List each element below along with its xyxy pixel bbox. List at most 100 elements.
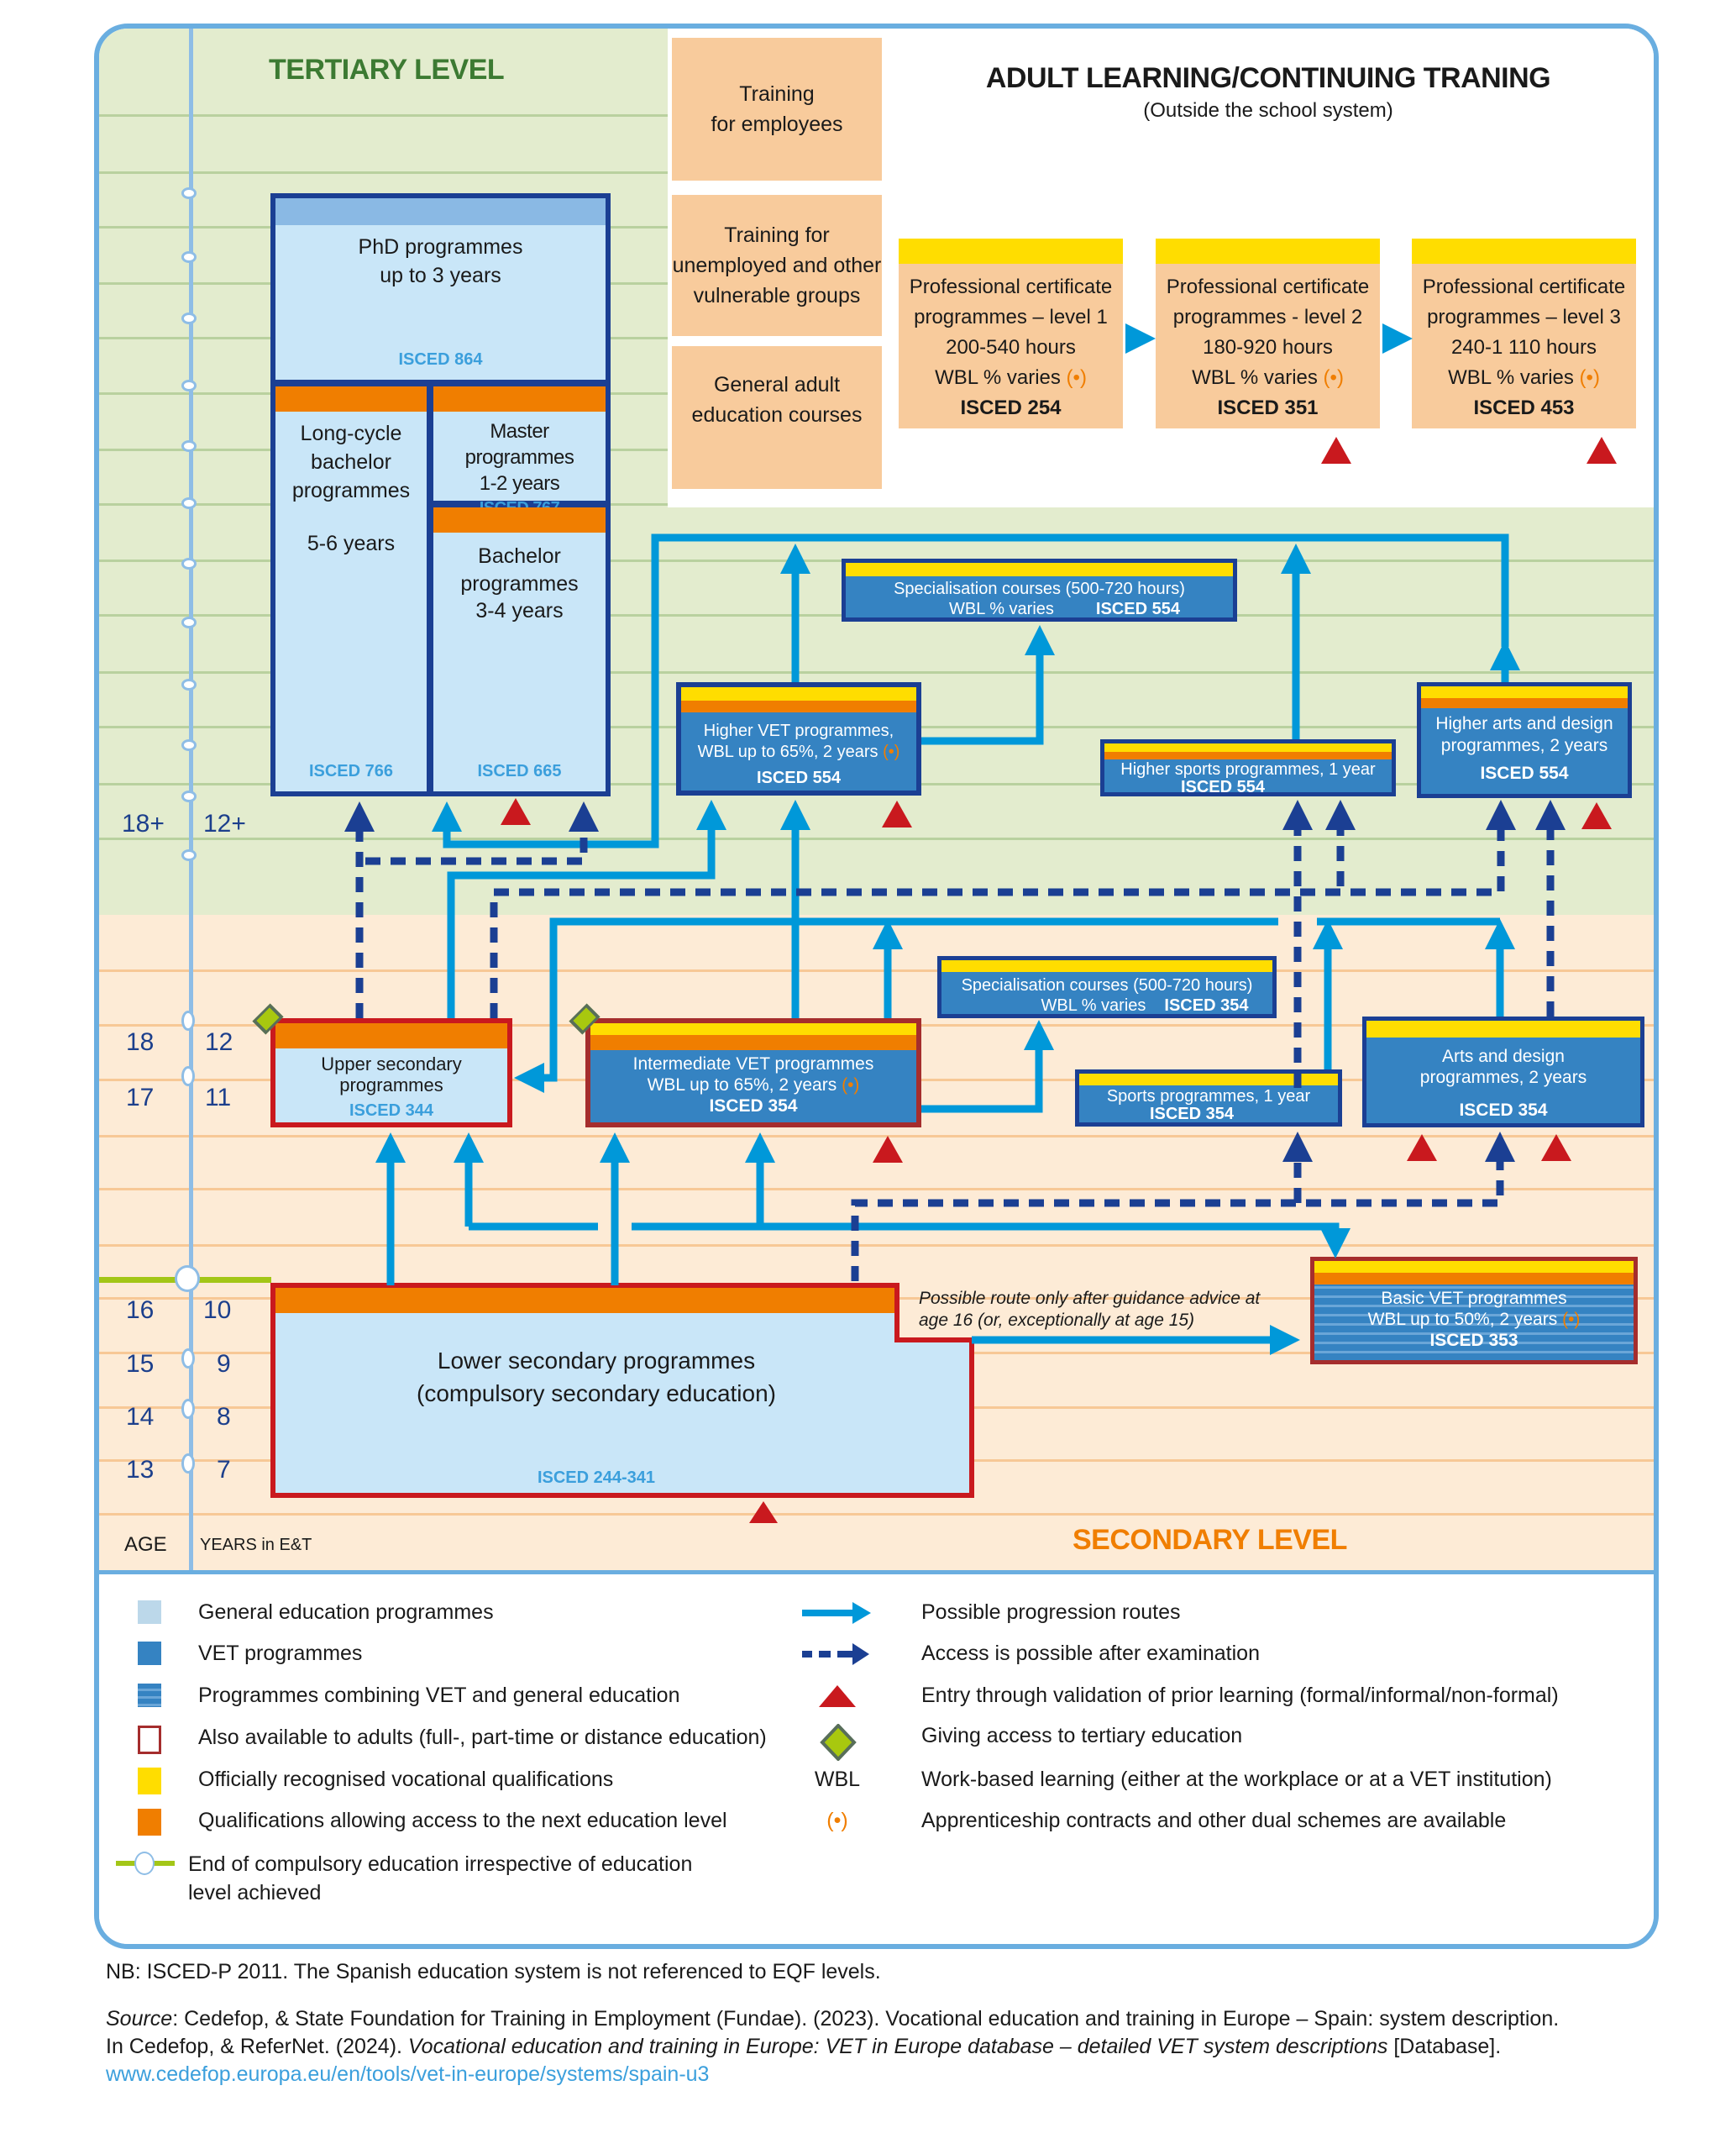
specialisation-554-box: Specialisation courses (500-720 hours) W… [842, 559, 1237, 622]
legend-label: Apprenticeship contracts and other dual … [921, 1809, 1507, 1832]
phd-isced: ISCED 864 [398, 350, 483, 369]
legend-label: VET programmes [198, 1642, 363, 1665]
cert3-line2: programmes – level 3 [1427, 306, 1621, 328]
higher-vet-isced: ISCED 554 [756, 769, 842, 787]
cert3-isced: ISCED 453 [1473, 397, 1575, 419]
lower-secondary-line2: (compulsory secondary education) [417, 1380, 776, 1407]
footer-line2-italic: Vocational education and training in Eur… [407, 2035, 1388, 2058]
legend-label: Qualifications allowing access to the ne… [198, 1809, 727, 1832]
upper-secondary-isced: ISCED 344 [349, 1101, 434, 1120]
long-cycle-isced: ISCED 766 [308, 762, 394, 780]
spec554-isced: ISCED 554 [1095, 600, 1180, 618]
apprenticeship-icon: (•) [883, 743, 900, 761]
cert2-wbl: WBL % varies [1192, 366, 1318, 389]
validation-triangle-icon [749, 1501, 778, 1523]
bachelor-isced: ISCED 665 [477, 762, 562, 780]
arts-line1: Arts and design [1442, 1047, 1565, 1066]
cert1-isced: ISCED 254 [960, 397, 1062, 419]
footer-source-text: : Cedefop, & State Foundation for Traini… [172, 2007, 1560, 2031]
master-box: Master programmes 1-2 years ISCED 767 [433, 386, 606, 517]
yellow-swatch [138, 1768, 161, 1794]
spec554-line1: Specialisation courses (500-720 hours) [894, 580, 1185, 598]
validation-triangle-icon [1581, 802, 1612, 829]
legend-label: Also available to adults (full-, part-ti… [198, 1726, 767, 1749]
red-triangle-icon [819, 1685, 856, 1707]
training-unemployed-line3: vulnerable groups [693, 284, 861, 308]
basic-vet-line1: Basic VET programmes [1381, 1289, 1567, 1308]
sports-box: Sports programmes, 1 year ISCED 354 [1075, 1069, 1342, 1127]
years-7: 7 [217, 1456, 231, 1484]
footer-url-link[interactable]: www.cedefop.europa.eu/en/tools/vet-in-eu… [106, 2062, 710, 2086]
legend-zone [99, 1570, 1654, 1944]
general-education-swatch [138, 1600, 161, 1624]
legend-item-vet: VET programmes [138, 1642, 362, 1666]
higher-sports-isced: ISCED 554 [1180, 778, 1266, 796]
intermediate-vet-isced: ISCED 354 [709, 1096, 798, 1116]
validation-triangle-icon [1587, 437, 1617, 464]
green-diamond-icon [820, 1724, 857, 1761]
cert1-hours: 200-540 hours [946, 336, 1076, 359]
footer-nb: NB: ISCED-P 2011. The Spanish education … [106, 1960, 881, 1983]
intermediate-vet-box: Intermediate VET programmes WBL up to 65… [585, 1018, 921, 1127]
bachelor-box: Bachelor programmes 3-4 years ISCED 665 [433, 507, 606, 791]
secondary-level-title: SECONDARY LEVEL [1073, 1524, 1347, 1556]
solid-arrow-icon [802, 1602, 871, 1624]
validation-triangle-icon [873, 1136, 903, 1163]
footer-source: Source: Cedefop, & State Foundation for … [106, 2005, 1685, 2088]
phd-line2: up to 3 years [380, 263, 501, 287]
footer-line2-a: In Cedefop, & ReferNet. (2024). [106, 2035, 408, 2058]
legend-item-general: General education programmes [138, 1600, 494, 1625]
intermediate-vet-line2: WBL up to 65%, 2 years [647, 1075, 837, 1095]
legend-label: End of compulsory education irrespective… [188, 1852, 693, 1876]
cert3-wbl: WBL % varies [1448, 366, 1574, 389]
tertiary-level-title: TERTIARY LEVEL [269, 54, 505, 86]
spec554-wbl: WBL % varies [949, 600, 1054, 618]
years-10: 10 [203, 1296, 232, 1324]
combined-swatch [138, 1684, 161, 1707]
legend-item-yellow: Officially recognised vocational qualifi… [138, 1768, 613, 1794]
higher-vet-line1: Higher VET programmes, [703, 722, 894, 740]
legend-label: Access is possible after examination [921, 1642, 1260, 1665]
lower-secondary-text: Lower secondary programmes (compulsory s… [277, 1344, 915, 1410]
cert1-line1: Professional certificate [909, 276, 1113, 298]
age-15: 15 [126, 1350, 155, 1378]
cert2-hours: 180-920 hours [1203, 336, 1333, 359]
age-14: 14 [126, 1403, 155, 1431]
apprenticeship-icon: (•) [826, 1809, 848, 1832]
sports-isced: ISCED 354 [1149, 1105, 1235, 1123]
training-unemployed-line2: unemployed and other [672, 253, 882, 277]
arts-line2: programmes, 2 years [1419, 1068, 1587, 1088]
apprenticeship-icon: (•) [842, 1075, 860, 1095]
master-line2: 1-2 years [479, 472, 560, 496]
bachelor-line3: 3-4 years [475, 599, 564, 623]
legend-item-end-compulsory: End of compulsory education irrespective… [116, 1851, 692, 1908]
lower-secondary-line1: Lower secondary programmes [437, 1348, 756, 1374]
bachelor-line1: Bachelor [478, 544, 561, 568]
cert2-line1: Professional certificate [1166, 276, 1370, 298]
adults-outline-swatch [138, 1726, 161, 1754]
basic-vet-line2: WBL up to 50%, 2 years [1367, 1310, 1558, 1330]
years-9: 9 [217, 1350, 231, 1378]
master-line1: Master programmes [464, 420, 574, 470]
guidance-note-line2: age 16 (or, exceptionally at age 15) [919, 1311, 1195, 1331]
legend-label: Giving access to tertiary education [921, 1724, 1243, 1747]
validation-triangle-icon [1321, 437, 1351, 464]
long-cycle-duration: 5-6 years [307, 532, 396, 556]
cert3-line1: Professional certificate [1422, 276, 1626, 298]
training-unemployed-box: Training for unemployed and other vulner… [672, 195, 882, 336]
general-adult-line2: education courses [691, 403, 863, 428]
adult-learning-subtitle: (Outside the school system) [1143, 99, 1393, 122]
legend-item-dashed-arrow: Access is possible after examination [802, 1642, 1260, 1667]
years-header: YEARS in E&T [200, 1536, 312, 1554]
age-17: 17 [126, 1084, 155, 1111]
arts-isced: ISCED 354 [1459, 1101, 1548, 1121]
basic-vet-isced: ISCED 353 [1429, 1331, 1518, 1351]
validation-triangle-icon [882, 801, 912, 827]
spec354-isced: ISCED 354 [1164, 996, 1249, 1015]
legend-label: Possible progression routes [921, 1600, 1181, 1624]
upper-secondary-line1: Upper secondary [321, 1053, 462, 1074]
age-18plus: 18+ [122, 810, 165, 838]
higher-sports-box: Higher sports programmes, 1 year ISCED 5… [1100, 739, 1396, 796]
years-12plus: 12+ [203, 810, 246, 838]
training-employees-box: Training for employees [672, 38, 882, 181]
